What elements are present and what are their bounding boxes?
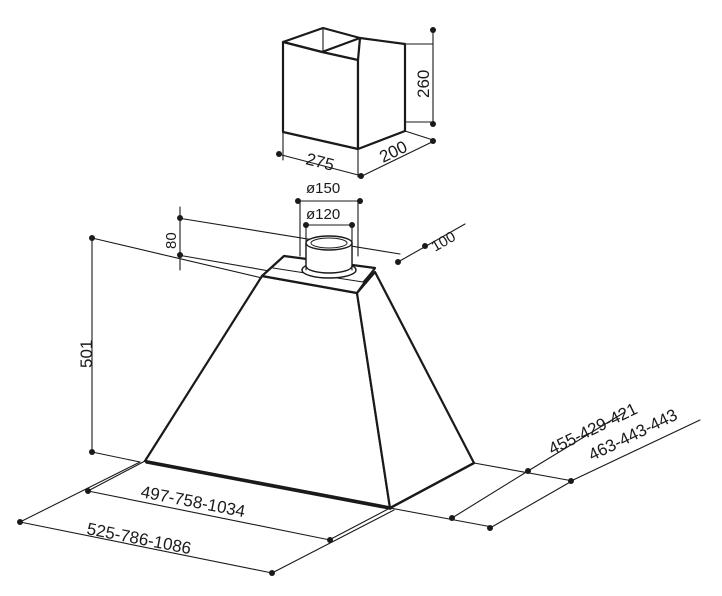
collar-height-label: 80 (163, 232, 180, 249)
collar-dimensions (177, 206, 466, 273)
width-dimensions (17, 460, 395, 576)
hood-height-label: 501 (77, 340, 96, 368)
chimney-height-label: 260 (414, 70, 433, 98)
inner-widths-label: 497-758-1034 (139, 482, 247, 521)
chimney-cover (276, 26, 436, 179)
outlet-dimensions (295, 198, 363, 257)
outlet-outer-diameter-label: ø150 (306, 180, 340, 197)
collar-offset-label: 100 (429, 228, 459, 255)
depth-dimensions (389, 411, 701, 531)
chimney-width-label: 275 (304, 149, 336, 174)
hood-body (143, 254, 476, 510)
outlet-inner-diameter-label: ø120 (306, 206, 340, 223)
outer-widths-label: 525-786-1086 (85, 519, 193, 558)
hood-height-dimension (89, 235, 263, 463)
chimney-depth-label: 200 (376, 137, 410, 167)
outlet-collar (301, 235, 357, 279)
